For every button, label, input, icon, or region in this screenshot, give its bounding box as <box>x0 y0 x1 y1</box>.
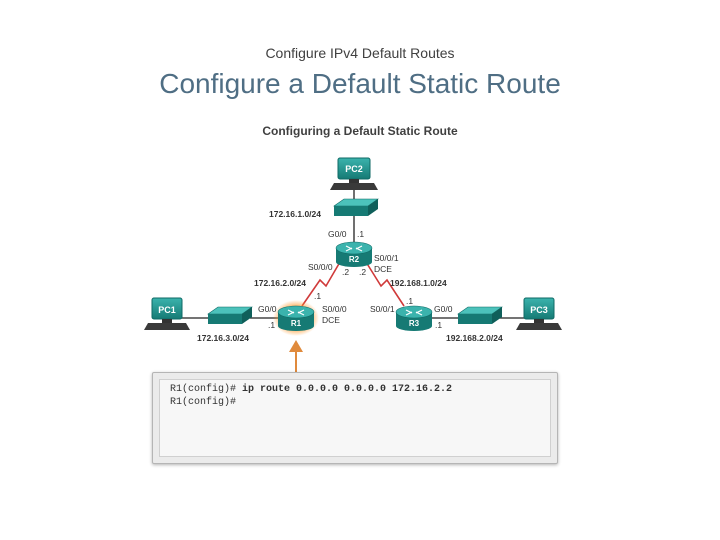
network-label-r2-r3: 192.168.1.0/24 <box>390 278 447 288</box>
r3-router-icon <box>395 305 433 331</box>
r1-g00-ip-label: .1 <box>268 320 276 330</box>
switch-right-icon <box>457 306 503 324</box>
r2-s001-label: S0/0/1 <box>374 253 399 263</box>
switch-top-icon <box>333 198 379 216</box>
cli-command-args: 0.0.0.0 0.0.0.0 172.16.2.2 <box>290 384 453 395</box>
slide-subtitle: Configure IPv4 Default Routes <box>265 45 455 61</box>
r2-dce-label: DCE <box>374 264 392 274</box>
network-label-pc3-lan: 192.168.2.0/24 <box>446 333 503 343</box>
r1-dce-label: DCE <box>322 315 340 325</box>
r1-router-icon <box>277 305 315 331</box>
network-label-r1-r2: 172.16.2.0/24 <box>254 278 306 288</box>
r2-g00-ip-label: .1 <box>357 229 365 239</box>
r2-s000-label: S0/0/0 <box>308 262 333 272</box>
slide-title: Configure a Default Static Route <box>159 68 561 99</box>
pc2-icon <box>330 157 378 190</box>
pc1-icon <box>144 297 190 330</box>
r2-g00-label: G0/0 <box>328 229 347 239</box>
r1-label: R1 <box>291 319 302 328</box>
r2-s001-ip-label: .2 <box>359 267 367 277</box>
r3-s001-label: S0/0/1 <box>370 304 395 314</box>
r2-router-icon <box>335 241 373 267</box>
r3-s001-ip-label: .1 <box>406 296 414 306</box>
network-label-pc2-lan: 172.16.1.0/24 <box>269 209 321 219</box>
r1-s000-label: S0/0/0 <box>322 304 347 314</box>
cli-terminal: R1(config)# ip route 0.0.0.0 0.0.0.0 172… <box>159 379 551 457</box>
network-label-pc1-lan: 172.16.3.0/24 <box>197 333 249 343</box>
r3-g00-label: G0/0 <box>434 304 453 314</box>
pc3-icon <box>516 297 562 330</box>
cli-line-2: R1(config)# <box>170 397 237 408</box>
serial-links <box>301 261 405 307</box>
pc1-label: PC1 <box>158 305 176 315</box>
r2-s000-ip-label: .2 <box>342 267 350 277</box>
cli-output-panel: R1(config)# ip route 0.0.0.0 0.0.0.0 172… <box>152 372 558 464</box>
r3-g00-ip-label: .1 <box>435 320 443 330</box>
serial-r2-r3 <box>365 261 405 307</box>
figure-title: Configuring a Default Static Route <box>262 124 458 138</box>
pointer-arrow-icon <box>289 340 303 372</box>
pc3-label: PC3 <box>530 305 548 315</box>
r1-s000-ip-label: .1 <box>314 291 322 301</box>
r3-label: R3 <box>409 319 420 328</box>
cli-line-1: R1(config)# ip route 0.0.0.0 0.0.0.0 172… <box>170 384 452 395</box>
pc2-label: PC2 <box>345 164 363 174</box>
r2-label: R2 <box>349 255 360 264</box>
serial-r1-r2 <box>301 261 341 307</box>
switch-left-icon <box>207 306 253 324</box>
cli-command-keyword: ip route <box>242 384 291 395</box>
cli-prompt: R1(config)# <box>170 384 243 395</box>
r1-g00-label: G0/0 <box>258 304 277 314</box>
